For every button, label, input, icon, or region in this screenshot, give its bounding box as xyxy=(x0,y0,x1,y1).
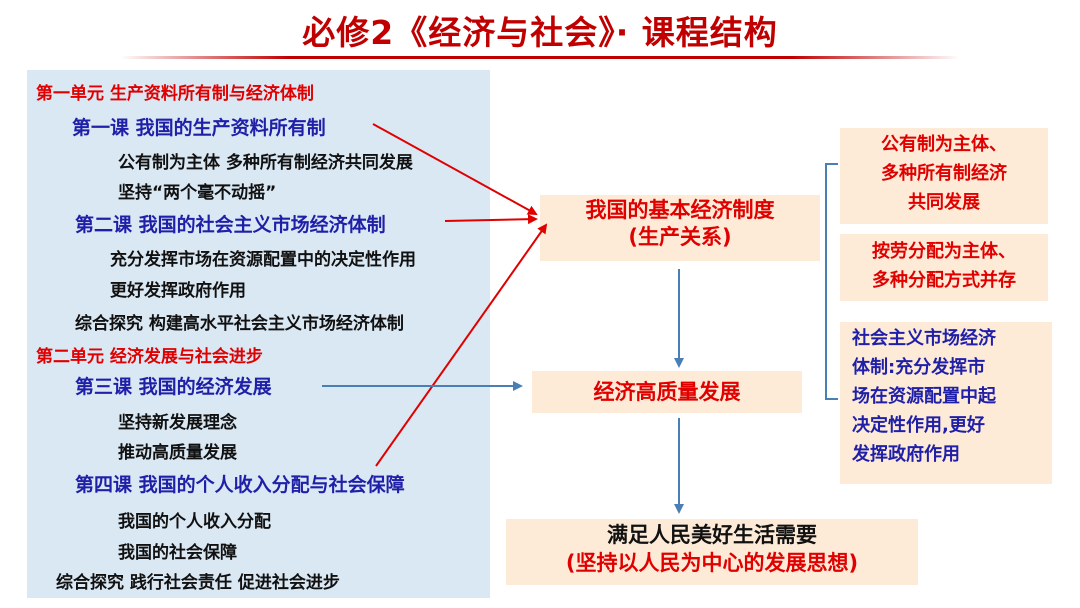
distribution-system-box: 按劳分配为主体、 多种分配方式并存 xyxy=(840,234,1048,301)
lesson-2-item: 充分发挥市场在资源配置中的决定性作用 xyxy=(110,250,416,270)
lesson-1-heading: 第一课 我国的生产资料所有制 xyxy=(72,117,326,139)
basic-system-line-2: (生产关系) xyxy=(628,225,732,249)
unit-1-heading: 第一单元 生产资料所有制与经济体制 xyxy=(36,84,314,104)
basic-economic-system-box: 我国的基本经济制度 (生产关系) xyxy=(540,195,820,261)
market-economy-line: 发挥政府作用 xyxy=(852,444,960,465)
ownership-system-box: 公有制为主体、 多种所有制经济 共同发展 xyxy=(840,128,1048,224)
page-title: 必修2《经济与社会》· 课程结构 xyxy=(302,13,778,52)
market-economy-system-box: 社会主义市场经济 体制:充分发挥市 场在资源配置中起 决定性作用,更好 发挥政府… xyxy=(840,322,1052,484)
market-economy-line: 体制:充分发挥市 xyxy=(852,357,986,378)
lesson-3-item: 推动高质量发展 xyxy=(118,443,237,463)
arrow-lesson2-to-basic-system xyxy=(444,214,538,225)
lesson-1-item: 公有制为主体 多种所有制经济共同发展 xyxy=(118,153,413,173)
basic-system-line-1: 我国的基本经济制度 xyxy=(585,198,775,222)
high-quality-label: 经济高质量发展 xyxy=(593,380,741,404)
inquiry-1: 综合探究 构建高水平社会主义市场经济体制 xyxy=(75,314,404,334)
bracket xyxy=(825,163,838,400)
market-economy-line: 社会主义市场经济 xyxy=(852,328,996,349)
distribution-line: 按劳分配为主体、 xyxy=(872,241,1016,262)
ownership-line: 多种所有制经济 xyxy=(881,163,1007,184)
people-needs-box: 满足人民美好生活需要 (坚持以人民为中心的发展思想) xyxy=(506,519,918,585)
unit-2-heading: 第二单元 经济发展与社会进步 xyxy=(36,347,263,367)
lesson-2-item: 更好发挥政府作用 xyxy=(110,281,246,301)
lesson-2-heading: 第二课 我国的社会主义市场经济体制 xyxy=(75,214,386,236)
inquiry-2: 综合探究 践行社会责任 促进社会进步 xyxy=(56,573,340,593)
course-outline-panel xyxy=(27,70,490,598)
title-underline xyxy=(120,56,960,59)
high-quality-development-box: 经济高质量发展 xyxy=(532,371,802,413)
lesson-4-item: 我国的个人收入分配 xyxy=(118,512,271,532)
market-economy-line: 场在资源配置中起 xyxy=(852,386,996,407)
ownership-line: 公有制为主体、 xyxy=(881,134,1007,155)
lesson-4-item: 我国的社会保障 xyxy=(118,543,237,563)
arrow-lesson4-to-basic-system xyxy=(375,223,548,467)
goal-line-1: 满足人民美好生活需要 xyxy=(607,523,817,547)
ownership-line: 共同发展 xyxy=(908,192,980,213)
arrow-lesson1-to-basic-system xyxy=(372,123,538,215)
lesson-1-item: 坚持“两个毫不动摇” xyxy=(118,183,277,203)
lesson-3-heading: 第三课 我国的经济发展 xyxy=(75,376,272,398)
market-economy-line: 决定性作用,更好 xyxy=(852,415,985,436)
lesson-3-item: 坚持新发展理念 xyxy=(118,413,237,433)
lesson-4-heading: 第四课 我国的个人收入分配与社会保障 xyxy=(75,474,405,496)
goal-line-2: (坚持以人民为中心的发展思想) xyxy=(565,551,859,575)
distribution-line: 多种分配方式并存 xyxy=(872,270,1016,291)
